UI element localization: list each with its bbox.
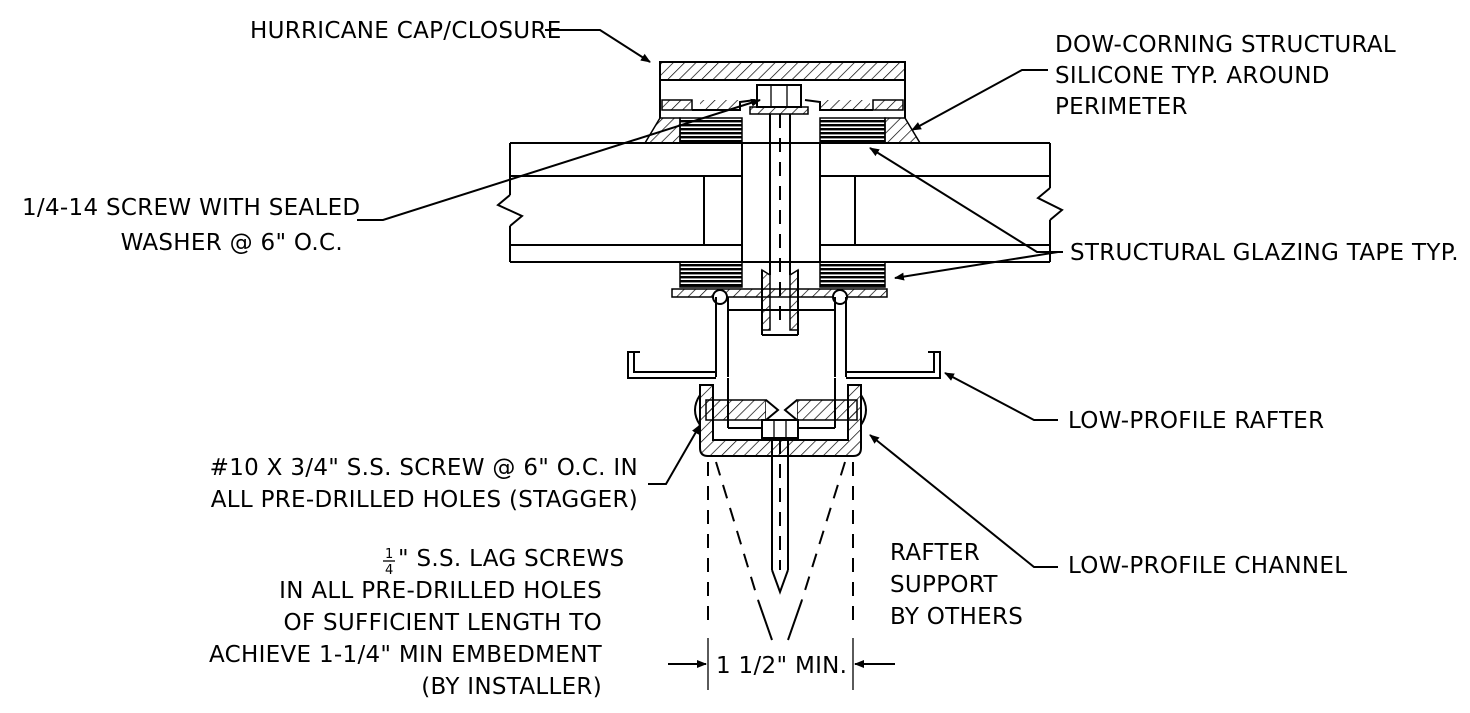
label-dow-corning-2: SILICONE TYP. AROUND	[1055, 63, 1330, 89]
glazing-tape-bottom-left	[679, 261, 743, 288]
label-rafter-support-2: SUPPORT	[890, 572, 998, 598]
label-rafter-support-1: RAFTER	[890, 540, 980, 566]
label-glazing-tape: STRUCTURAL GLAZING TAPE TYP.	[1070, 240, 1459, 266]
dimension-label: 1 1/2" MIN.	[716, 653, 847, 679]
silicone-bead-right	[884, 117, 922, 144]
lag-fraction-numerator: 1	[385, 547, 393, 562]
label-dow-corning-3: PERIMETER	[1055, 94, 1188, 120]
dimension-min-width	[668, 638, 895, 690]
lag-fraction-denominator: 4	[385, 563, 393, 578]
label-lag-5: (BY INSTALLER)	[421, 674, 602, 700]
label-ss-screw-2: ALL PRE-DRILLED HOLES (STAGGER)	[211, 487, 638, 513]
quarter-inch-screw	[749, 84, 809, 336]
label-screw-1: 1/4-14 SCREW WITH SEALED	[22, 195, 360, 221]
label-hurricane-cap: HURRICANE CAP/CLOSURE	[250, 18, 562, 44]
rafter-support	[707, 461, 854, 641]
leader-lines	[357, 29, 1063, 568]
label-low-profile-channel: LOW-PROFILE CHANNEL	[1068, 553, 1347, 579]
ss-screw-right	[783, 391, 867, 429]
label-lag-3: OF SUFFICIENT LENGTH TO	[283, 610, 602, 636]
label-lag-4: ACHIEVE 1-1/4" MIN EMBEDMENT	[209, 642, 603, 668]
low-profile-rafter	[627, 288, 941, 379]
label-ss-screw-1: #10 X 3/4" S.S. SCREW @ 6" O.C. IN	[210, 455, 638, 481]
lag-fraction: 1 4	[383, 547, 395, 578]
glazing-tape-bottom-right	[819, 261, 886, 288]
label-lag-2: IN ALL PRE-DRILLED HOLES	[279, 578, 602, 604]
label-screw-2: WASHER @ 6" O.C.	[121, 230, 343, 256]
glazing-tape-top-right	[819, 117, 886, 144]
label-rafter-support-3: BY OTHERS	[890, 604, 1023, 630]
hurricane-cap	[659, 61, 906, 118]
label-dow-corning-1: DOW-CORNING STRUCTURAL	[1055, 32, 1396, 58]
lag-screw	[761, 419, 799, 595]
ss-screw-left	[694, 391, 780, 429]
label-lag-1: " S.S. LAG SCREWS	[398, 546, 624, 572]
label-low-profile-rafter: LOW-PROFILE RAFTER	[1068, 408, 1324, 434]
